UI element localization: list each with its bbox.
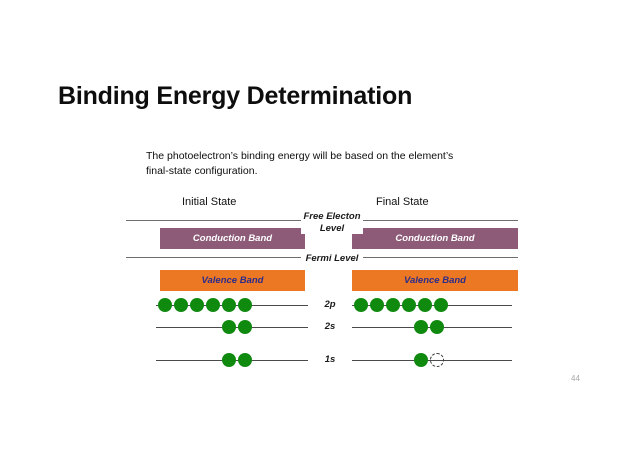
electron-dot	[158, 298, 172, 312]
column-heading-final-state: Final State	[376, 196, 429, 208]
electron-dot	[430, 320, 444, 334]
electron-dot	[206, 298, 220, 312]
electron-dot	[222, 320, 236, 334]
body-paragraph: The photoelectron’s binding energy will …	[146, 150, 454, 177]
electron-dot	[238, 320, 252, 334]
orbital-row-initial-2p	[156, 296, 308, 314]
orbital-row-final-1s	[352, 351, 512, 369]
fermi-level-label: Fermi Level	[301, 253, 363, 265]
conduction-band-final: Conduction Band	[352, 228, 518, 249]
orbital-label-1s: 1s	[324, 354, 336, 365]
conduction-band-initial: Conduction Band	[160, 228, 305, 249]
orbital-row-initial-1s	[156, 351, 308, 369]
electron-dot	[354, 298, 368, 312]
orbital-label-2p: 2p	[324, 299, 336, 310]
electron-dot	[238, 353, 252, 367]
electron-dot	[238, 298, 252, 312]
energy-level-diagram: Initial State Final State Free Electon L…	[126, 196, 518, 382]
valence-band-final: Valence Band	[352, 270, 518, 291]
electron-dot	[434, 298, 448, 312]
core-hole-marker	[430, 353, 444, 367]
valence-band-initial: Valence Band	[160, 270, 305, 291]
orbital-line	[352, 305, 512, 306]
orbital-row-initial-2s	[156, 318, 308, 336]
page-title: Binding Energy Determination	[58, 82, 413, 110]
orbital-row-final-2p	[352, 296, 512, 314]
electron-dot	[402, 298, 416, 312]
electron-dot	[414, 353, 428, 367]
electron-dot	[174, 298, 188, 312]
electron-dot	[418, 298, 432, 312]
orbital-label-2s: 2s	[324, 321, 336, 332]
slide-page-number: 44	[571, 374, 580, 383]
electron-dot	[190, 298, 204, 312]
electron-dot	[414, 320, 428, 334]
electron-dot	[386, 298, 400, 312]
electron-dot	[222, 298, 236, 312]
orbital-row-final-2s	[352, 318, 512, 336]
column-heading-initial-state: Initial State	[182, 196, 237, 208]
free-electron-level-label: Free Electon Level	[301, 211, 363, 235]
electron-dot	[222, 353, 236, 367]
electron-dot	[370, 298, 384, 312]
